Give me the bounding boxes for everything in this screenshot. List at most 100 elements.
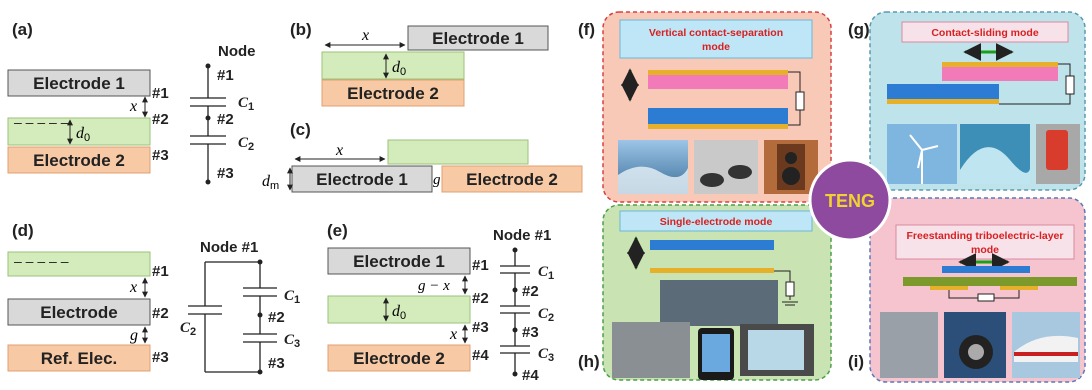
cap-c3: C3 bbox=[538, 346, 554, 364]
offset-x: x bbox=[361, 27, 369, 44]
dielectric-layer bbox=[7, 251, 151, 277]
circuit-node-2: #2 bbox=[217, 111, 234, 128]
electrode bbox=[7, 298, 151, 326]
panel-f-label: (f) bbox=[578, 20, 595, 39]
electrode-2-label: Electrode 2 bbox=[33, 151, 125, 170]
crowd-photo bbox=[660, 280, 778, 326]
gap-x: x bbox=[129, 98, 137, 115]
panel-a-label: (a) bbox=[12, 20, 33, 39]
thickness-dm: dm bbox=[262, 173, 279, 192]
mode-title-box bbox=[895, 224, 1075, 260]
mode-title-2: mode bbox=[971, 244, 999, 256]
teng-center: TENG bbox=[808, 158, 892, 242]
circuit-node-4: #4 bbox=[522, 367, 539, 384]
panel-e: (e) Electrode 1 Electrode 2 g − x x d0 #… bbox=[327, 221, 554, 384]
mode-title-box bbox=[619, 210, 813, 232]
thickness-d0: d0 bbox=[76, 125, 90, 144]
panel-e-label: (e) bbox=[327, 221, 348, 240]
node-title: Node #1 bbox=[200, 239, 258, 256]
electrode-1-label: Electrode 1 bbox=[33, 74, 125, 93]
cap-c1: C1 bbox=[284, 288, 300, 306]
offset-x: x bbox=[335, 142, 343, 159]
electrode-2 bbox=[7, 146, 151, 174]
panel-f: (f) Vertical contact-separation mode bbox=[578, 11, 832, 203]
gap-x: x bbox=[129, 279, 137, 296]
electrode-2 bbox=[321, 79, 465, 107]
teng-label: TENG bbox=[825, 191, 875, 211]
cap-c2: C2 bbox=[238, 135, 254, 153]
node-title: Node #1 bbox=[493, 227, 551, 244]
cap-c1: C1 bbox=[538, 264, 554, 282]
circuit-node-3: #3 bbox=[268, 355, 285, 372]
electrode-2-label: Electrode 2 bbox=[353, 349, 445, 368]
circuit-node-2: #2 bbox=[522, 283, 539, 300]
electrode-2 bbox=[441, 165, 583, 193]
capacitor-circuit-a bbox=[190, 66, 226, 182]
dielectric-layer bbox=[7, 117, 151, 146]
panel-h: (h) Single-electrode mode bbox=[578, 204, 832, 381]
thickness-d0: d0 bbox=[392, 303, 406, 322]
electrode-1 bbox=[7, 69, 151, 97]
ref-electrode-label: Ref. Elec. bbox=[41, 349, 118, 368]
top-dielectric bbox=[648, 75, 788, 89]
dielectric-layer bbox=[327, 295, 471, 324]
node-3: #3 bbox=[152, 349, 169, 366]
bottom-dielectric bbox=[648, 108, 788, 124]
electrode-1-label: Electrode 1 bbox=[353, 252, 445, 271]
node-2: #2 bbox=[472, 290, 489, 307]
cap-c2: C2 bbox=[180, 320, 196, 338]
panel-b-label: (b) bbox=[290, 20, 312, 39]
dielectric-layer bbox=[387, 139, 529, 165]
circuit-node-2: #2 bbox=[268, 309, 285, 326]
node-1: #1 bbox=[152, 85, 169, 102]
mode-title-2: mode bbox=[702, 41, 730, 53]
shoes-photo bbox=[694, 140, 758, 194]
electrode-1-label: Electrode 1 bbox=[316, 170, 408, 189]
teng-circle bbox=[808, 158, 892, 242]
panel-c: (c) Electrode 1 Electrode 2 x g dm bbox=[262, 120, 583, 193]
panel-g: (g) Contact-sliding mode bbox=[848, 11, 1086, 191]
mode-title: Contact-sliding mode bbox=[931, 27, 1038, 39]
electrode-2-label: Electrode 2 bbox=[466, 170, 558, 189]
gap-x: x bbox=[449, 326, 457, 343]
panel-d: (d) – – – – – Electrode Ref. Elec. x g #… bbox=[7, 221, 300, 375]
thickness-d0: d0 bbox=[392, 59, 406, 78]
walking-photo bbox=[880, 312, 938, 378]
top-electrode bbox=[648, 70, 788, 75]
traffic-photo bbox=[612, 322, 690, 378]
charge-dashes: – – – – – bbox=[14, 114, 69, 130]
mode-title-box bbox=[901, 21, 1069, 43]
reference-electrode bbox=[7, 344, 151, 372]
gap-g: g bbox=[130, 327, 138, 344]
panel-a: (a) Electrode 1 – – – – – Electrode 2 x … bbox=[7, 20, 256, 185]
cap-c1: C1 bbox=[238, 95, 254, 113]
panel-i: (i) Freestanding triboelectric-layer mod… bbox=[848, 197, 1086, 383]
mode-title: Vertical contact-separation bbox=[649, 27, 783, 39]
gap-g: g bbox=[433, 172, 441, 188]
node-2: #2 bbox=[152, 111, 169, 128]
panel-g-label: (g) bbox=[848, 20, 870, 39]
dielectric-layer bbox=[321, 51, 465, 80]
panel-i-label: (i) bbox=[848, 352, 864, 371]
panel-c-label: (c) bbox=[290, 120, 311, 139]
gap-g-minus-x: g − x bbox=[418, 278, 450, 294]
electrode-1 bbox=[291, 165, 433, 193]
mode-title-box bbox=[619, 19, 813, 59]
electrode-1-label: Electrode 1 bbox=[432, 29, 524, 48]
cap-c3: C3 bbox=[284, 332, 300, 350]
node-4: #4 bbox=[472, 347, 489, 364]
mode-title: Freestanding triboelectric-layer bbox=[907, 230, 1064, 242]
charge-dashes: – – – – – bbox=[14, 253, 69, 269]
electrode-2-label: Electrode 2 bbox=[347, 84, 439, 103]
electrode-1 bbox=[327, 247, 471, 275]
bottom-electrode bbox=[648, 124, 788, 129]
node-3: #3 bbox=[472, 319, 489, 336]
electrode-label: Electrode bbox=[40, 303, 117, 322]
node-2: #2 bbox=[152, 305, 169, 322]
panel-h-label: (h) bbox=[578, 352, 600, 371]
panel-b: (b) Electrode 1 Electrode 2 x d0 bbox=[290, 20, 549, 107]
node-3: #3 bbox=[152, 147, 169, 164]
capacitor-circuit-d bbox=[188, 261, 277, 373]
panel-d-label: (d) bbox=[12, 221, 34, 240]
